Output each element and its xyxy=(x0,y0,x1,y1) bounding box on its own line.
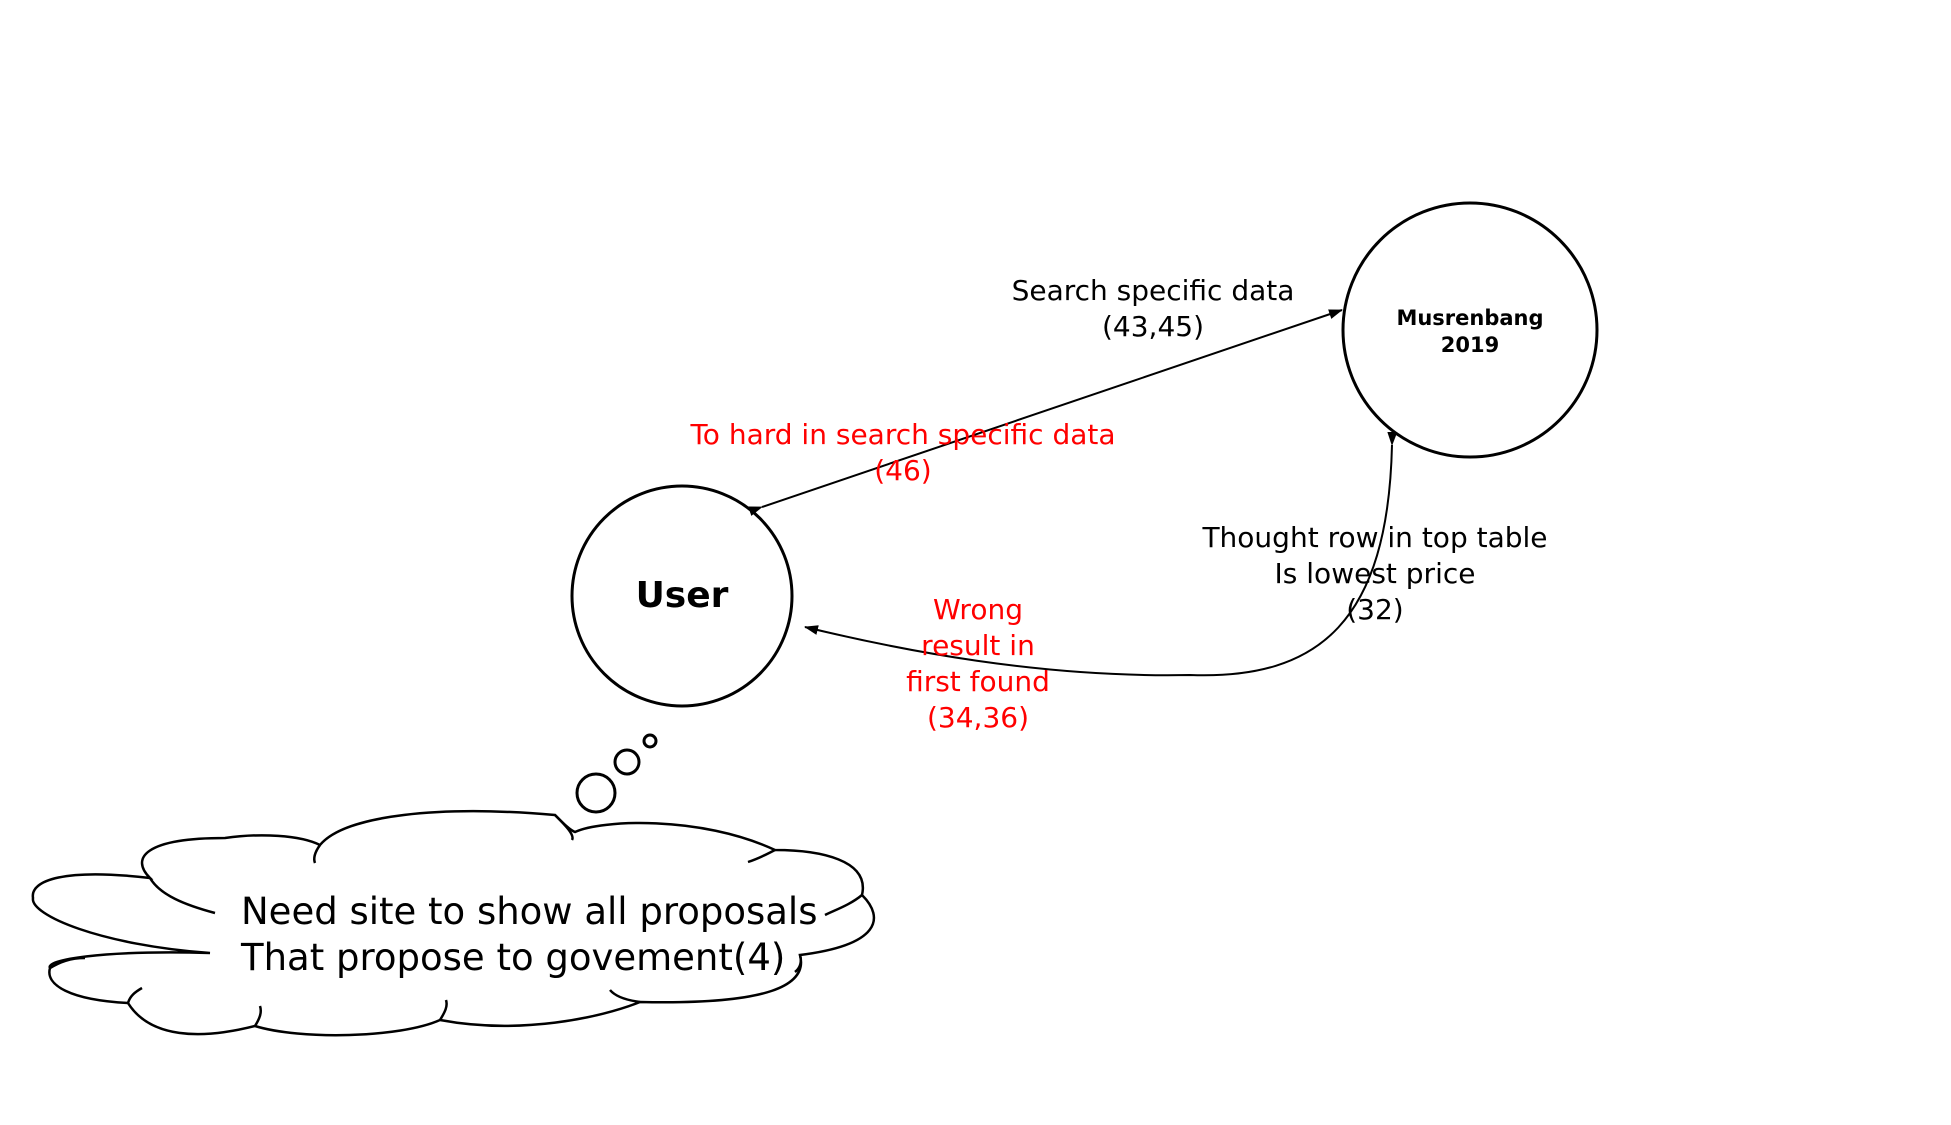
thought-bubble-large xyxy=(575,772,617,814)
user-node xyxy=(570,484,794,708)
musrenbang-label-line1: Musrenbang xyxy=(1396,306,1544,330)
search-label: Search specific data (43,45) xyxy=(1003,273,1303,345)
wrong-result-label-line1: Wrong xyxy=(933,593,1023,626)
thought-row-label-line3: (32) xyxy=(1346,593,1404,626)
thought-bubble-small xyxy=(642,733,658,749)
thought-row-label-line2: Is lowest price xyxy=(1274,557,1476,590)
wrong-result-label-line4: (34,36) xyxy=(926,701,1029,734)
thought-cloud xyxy=(31,810,876,1037)
user-label: User xyxy=(602,574,762,618)
thought-cloud-text: Need site to show all proposals That pro… xyxy=(241,889,817,981)
thought-row-label: Thought row in top table Is lowest price… xyxy=(1195,520,1555,628)
wrong-result-arrow xyxy=(804,431,1398,677)
musrenbang-label: Musrenbang 2019 xyxy=(1385,305,1555,359)
wrong-result-label-line3: first found xyxy=(906,665,1050,698)
hard-search-label: To hard in search specific data (46) xyxy=(673,417,1133,489)
thought-cloud-line2: That propose to govement(4) xyxy=(241,936,786,979)
hard-search-label-line1: To hard in search specific data xyxy=(690,418,1116,451)
musrenbang-label-line2: 2019 xyxy=(1440,333,1500,357)
thought-bubble-medium xyxy=(613,748,641,776)
thought-cloud-line1: Need site to show all proposals xyxy=(241,890,818,933)
musrenbang-node xyxy=(1341,201,1599,459)
user-label-text: User xyxy=(635,575,729,616)
wrong-result-label-line2: result in xyxy=(921,629,1035,662)
search-label-line2: (43,45) xyxy=(1101,310,1204,343)
search-label-line1: Search specific data xyxy=(1011,274,1295,307)
thought-row-label-line1: Thought row in top table xyxy=(1202,521,1548,554)
hard-search-label-line2: (46) xyxy=(874,454,932,487)
wrong-result-label: Wrong result in first found (34,36) xyxy=(888,592,1068,736)
